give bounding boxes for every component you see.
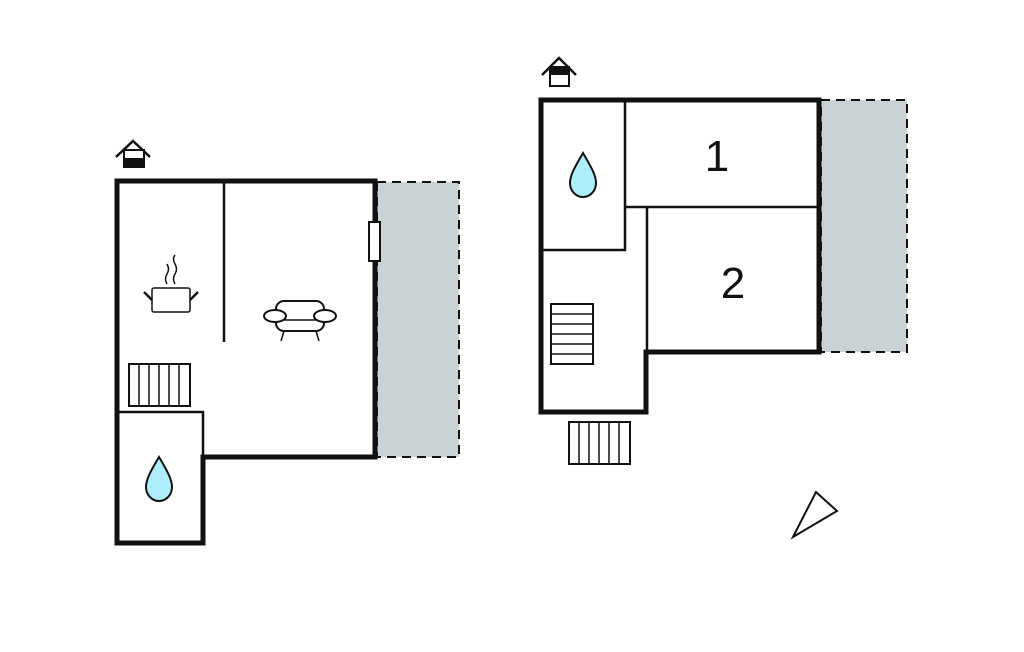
terrace [376, 181, 460, 458]
sofa-icon [263, 300, 337, 342]
bathroom-wall [541, 100, 627, 252]
room-label-1: 1 [705, 132, 729, 181]
water-drop-icon [144, 455, 174, 503]
terrace [820, 99, 908, 353]
house-entrance-icon [115, 139, 151, 168]
compass-north-icon [790, 490, 839, 540]
cooking-pot-icon [143, 254, 199, 313]
stairs-icon [550, 303, 594, 365]
room-label-2: 2 [721, 259, 745, 308]
upper-floor-plan: 1 2 [538, 56, 908, 540]
outer-walls [538, 97, 822, 415]
stairs-icon [128, 363, 191, 407]
door [368, 221, 381, 262]
bathroom-wall [117, 410, 205, 457]
ground-floor-plan [114, 139, 460, 546]
house-entrance-icon [541, 56, 577, 87]
water-drop-icon [568, 150, 598, 199]
outdoor-stairs-icon [568, 421, 631, 465]
